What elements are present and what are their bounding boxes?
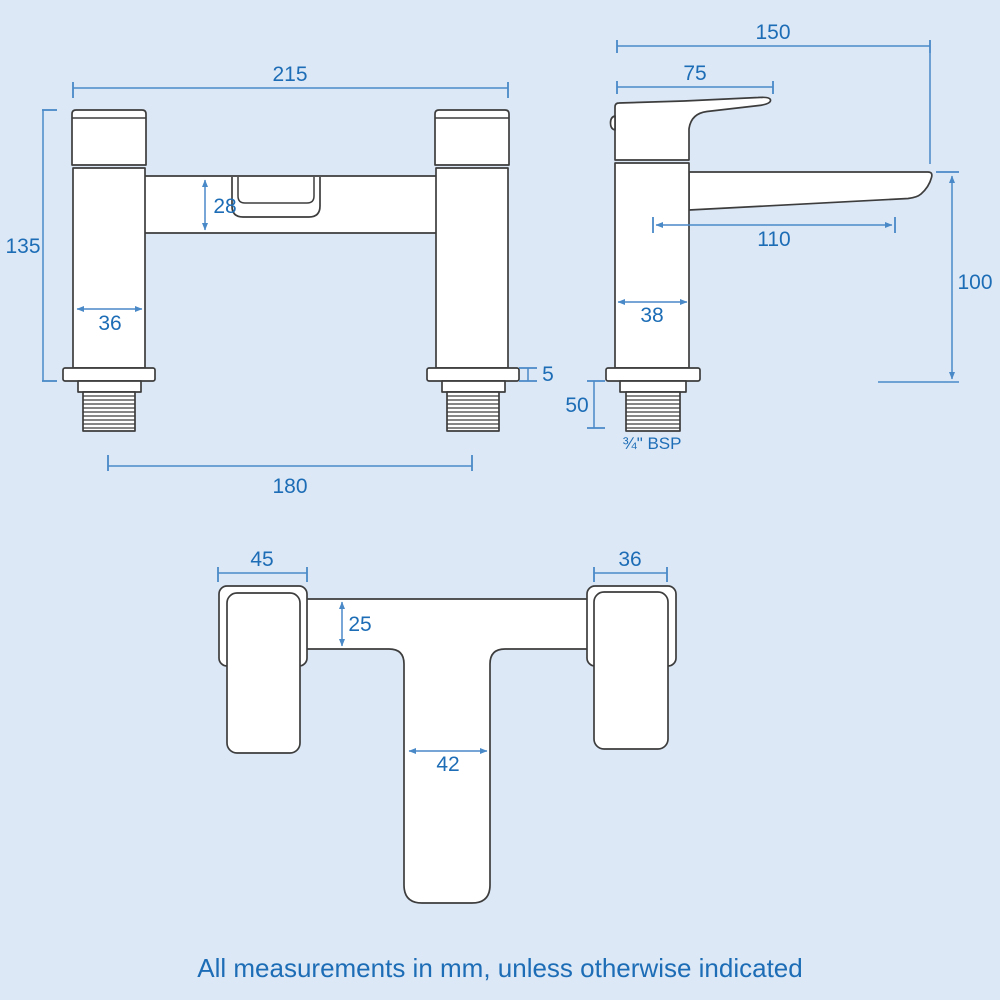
dim-deck-bar-depth: 25	[339, 601, 372, 647]
handle-top	[226, 592, 301, 754]
dim-base-plate-thickness: 5	[519, 363, 554, 386]
spout-side	[688, 171, 933, 211]
pillar-body-left	[72, 167, 146, 369]
handle-pivot-bump	[609, 115, 616, 131]
thread-neck-side	[619, 380, 687, 393]
dim-label-42: 42	[436, 753, 459, 776]
thread-right	[446, 391, 500, 432]
measurement-note: All measurements in mm, unless otherwise…	[197, 953, 802, 983]
dim-spout-height: 100	[878, 171, 993, 383]
dim-handle-reach: 75	[616, 62, 774, 94]
dim-bridge-depth: 28	[202, 179, 237, 231]
thread-left	[82, 391, 136, 432]
dim-label-180: 180	[272, 475, 307, 498]
dim-side-overall-depth: 150	[616, 21, 931, 164]
dim-tail-centres: 180	[107, 455, 473, 498]
dim-label-110: 110	[757, 228, 790, 251]
pillar-cap-right	[434, 109, 510, 166]
dim-label-38: 38	[640, 304, 663, 327]
thread-neck-right	[441, 380, 506, 393]
dim-thread-length: 50	[565, 380, 605, 429]
dim-label-75: 75	[683, 62, 706, 85]
thread-neck-left	[77, 380, 142, 393]
base-plate-right	[426, 367, 520, 382]
spout-front	[231, 177, 321, 218]
dim-handle-width: 45	[217, 548, 308, 582]
dim-front-height: 135	[5, 109, 57, 382]
lever-handle	[614, 96, 772, 161]
dim-label-135: 135	[5, 235, 40, 258]
dim-label-150: 150	[755, 21, 790, 44]
dim-label-5: 5	[542, 363, 554, 386]
dim-label-215: 215	[272, 63, 307, 86]
base-plate-left	[62, 367, 156, 382]
dim-spout-reach: 110	[652, 217, 896, 251]
dim-label-50: 50	[565, 394, 588, 417]
dim-label-25: 25	[348, 613, 371, 636]
dim-valve-width: 36	[593, 548, 668, 582]
dim-label-36-front: 36	[98, 312, 121, 335]
dim-label-36-top: 36	[618, 548, 641, 571]
base-plate-side	[605, 367, 701, 382]
dim-label-100: 100	[957, 271, 992, 294]
dim-label-45: 45	[250, 548, 273, 571]
dim-spout-body-width: 42	[408, 748, 488, 776]
body-side	[614, 162, 690, 369]
spout-front-lip	[237, 177, 315, 204]
top-view: 45 36 25 42	[217, 548, 677, 904]
valve-top	[593, 591, 669, 750]
dim-label-28: 28	[213, 195, 236, 218]
dim-front-overall-width: 215	[72, 63, 509, 98]
pillar-body-right	[435, 167, 509, 369]
pillar-cap-left	[71, 109, 147, 166]
dim-body-depth: 38	[617, 299, 688, 327]
dim-pillar-width: 36	[76, 306, 143, 335]
thread-spec-label: ¾" BSP	[623, 434, 682, 453]
front-view: 215 135 28 36 5 180	[5, 63, 553, 498]
thread-side	[625, 391, 681, 432]
side-view: 150 75 110 100 38 50	[565, 21, 992, 453]
